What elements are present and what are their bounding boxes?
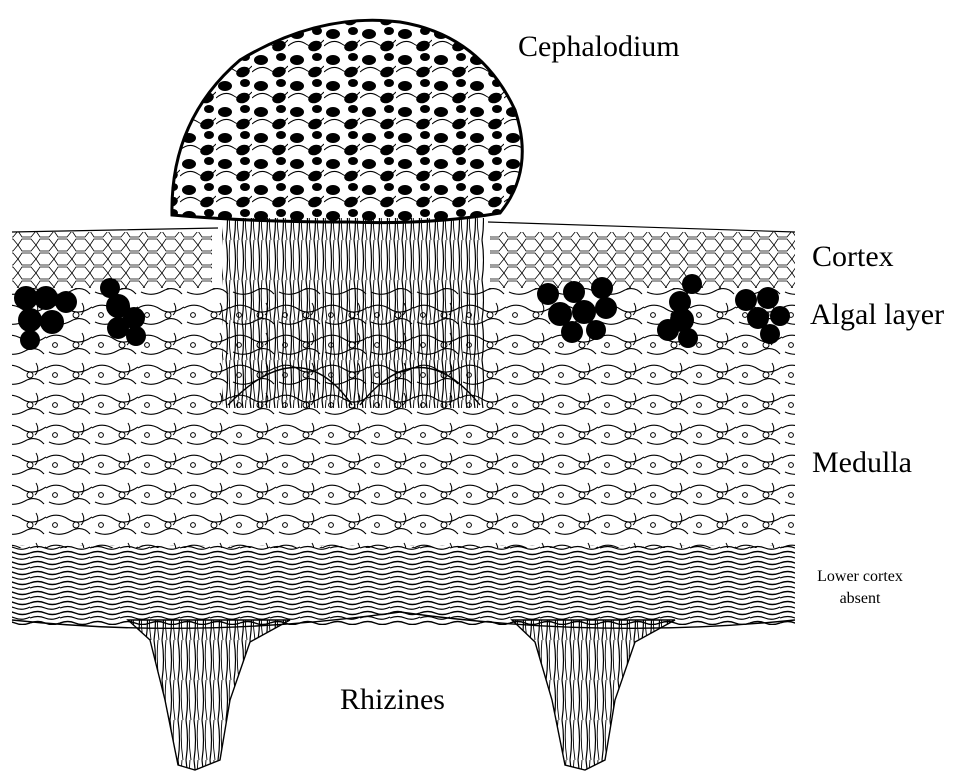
rhizine-left [128, 620, 290, 770]
rhizine-right [512, 620, 675, 770]
label-cortex: Cortex [812, 240, 894, 274]
label-lower-cortex-line2: absent [812, 588, 908, 610]
cephalodium [172, 20, 522, 222]
hyphal-column [222, 218, 484, 408]
label-rhizines: Rhizines [340, 683, 445, 717]
label-medulla: Medulla [812, 446, 912, 480]
label-cephalodium: Cephalodium [518, 30, 680, 64]
label-algal-layer: Algal layer [810, 298, 944, 332]
thallus-body [12, 218, 795, 628]
label-lower-cortex-absent: Lower cortex absent [812, 566, 908, 610]
label-lower-cortex-line1: Lower cortex [812, 566, 908, 588]
